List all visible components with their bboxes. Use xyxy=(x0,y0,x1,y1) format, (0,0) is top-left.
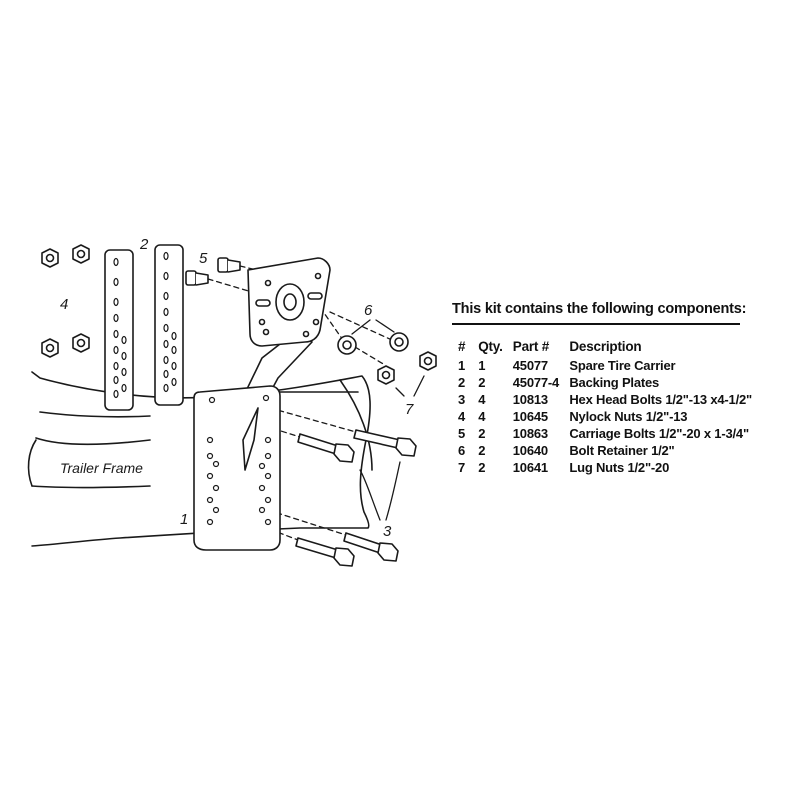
nut-icon xyxy=(41,248,59,268)
row-part: 10640 xyxy=(512,443,548,458)
nut-icon xyxy=(419,351,437,371)
table-row: 3 4 10813 Hex Head Bolts 1/2"-13 x4-1/2" xyxy=(458,391,752,408)
callout-4: 4 xyxy=(60,296,68,313)
hex-bolt-icon xyxy=(295,537,355,567)
bolt-retainers xyxy=(337,319,409,355)
callout-1: 1 xyxy=(180,511,188,528)
row-num: 2 xyxy=(458,375,466,390)
header-qty: Qty. xyxy=(478,339,503,354)
hex-bolt-icon xyxy=(343,532,399,562)
nylock-nuts xyxy=(41,244,90,358)
callout-7: 7 xyxy=(405,401,414,418)
header-part: Part # xyxy=(512,339,550,354)
row-description: Nylock Nuts 1/2"-13 xyxy=(569,409,688,424)
carriage-bolt-icon xyxy=(217,257,241,273)
parts-table-header: # Qty. Part # Description xyxy=(458,339,752,357)
row-part: 10641 xyxy=(512,460,548,475)
header-description: Description xyxy=(569,339,642,354)
row-qty: 2 xyxy=(478,375,486,390)
callout-6: 6 xyxy=(364,302,373,319)
nut-icon xyxy=(72,333,90,353)
plate-holes xyxy=(163,251,177,393)
plate-holes xyxy=(113,257,127,399)
row-part: 10813 xyxy=(512,392,548,407)
row-num: 4 xyxy=(458,409,466,424)
backing-plate-right xyxy=(154,244,184,406)
nut-icon xyxy=(72,244,90,264)
row-description: Carriage Bolts 1/2"-20 x 1-3/4" xyxy=(569,426,749,441)
washer-icon xyxy=(389,332,409,352)
nut-icon xyxy=(377,365,395,385)
trailer-frame-label: Trailer Frame xyxy=(60,460,143,476)
hex-bolt-icon xyxy=(353,429,417,457)
row-num: 6 xyxy=(458,443,466,458)
row-part: 10645 xyxy=(512,409,548,424)
row-description: Backing Plates xyxy=(569,375,660,390)
row-qty: 1 xyxy=(478,358,486,373)
row-description: Bolt Retainer 1/2" xyxy=(569,443,675,458)
row-num: 3 xyxy=(458,392,466,407)
table-row: 4 4 10645 Nylock Nuts 1/2"-13 xyxy=(458,408,752,425)
row-description: Hex Head Bolts 1/2"-13 x4-1/2" xyxy=(569,392,752,407)
carriage-bolts xyxy=(185,257,241,286)
row-qty: 2 xyxy=(478,426,486,441)
table-row: 1 1 45077 Spare Tire Carrier xyxy=(458,357,752,374)
header-num: # xyxy=(458,339,466,354)
parts-list: This kit contains the following componen… xyxy=(452,301,752,476)
lug-nuts xyxy=(377,351,437,397)
row-description: Lug Nuts 1/2"-20 xyxy=(569,460,670,475)
table-row: 2 2 45077-4 Backing Plates xyxy=(458,374,752,391)
spare-tire-carrier xyxy=(193,257,331,551)
callout-5: 5 xyxy=(199,250,208,267)
row-qty: 4 xyxy=(478,409,486,424)
row-qty: 2 xyxy=(478,460,486,475)
row-qty: 2 xyxy=(478,443,486,458)
callout-3-leaders xyxy=(359,461,401,521)
row-num: 5 xyxy=(458,426,466,441)
nut-icon xyxy=(41,338,59,358)
row-part: 10863 xyxy=(512,426,548,441)
row-part: 45077 xyxy=(512,358,548,373)
table-row: 6 2 10640 Bolt Retainer 1/2" xyxy=(458,442,752,459)
callout-2: 2 xyxy=(139,236,149,253)
table-row: 7 2 10641 Lug Nuts 1/2"-20 xyxy=(458,459,752,476)
row-part: 45077-4 xyxy=(512,375,560,390)
table-row: 5 2 10863 Carriage Bolts 1/2"-20 x 1-3/4… xyxy=(458,425,752,442)
backing-plate-left xyxy=(104,249,134,411)
row-num: 1 xyxy=(458,358,466,373)
hex-bolt-icon xyxy=(297,433,355,463)
row-description: Spare Tire Carrier xyxy=(569,358,676,373)
parts-list-title: This kit contains the following componen… xyxy=(452,301,746,325)
parts-table: # Qty. Part # Description 1 1 45077 Spar… xyxy=(458,339,752,476)
row-qty: 4 xyxy=(478,392,486,407)
row-num: 7 xyxy=(458,460,466,475)
hex-head-bolts xyxy=(295,429,417,567)
washer-icon xyxy=(337,335,357,355)
carriage-bolt-icon xyxy=(185,270,209,286)
carrier-holes xyxy=(206,394,272,526)
callout-3: 3 xyxy=(383,523,392,540)
